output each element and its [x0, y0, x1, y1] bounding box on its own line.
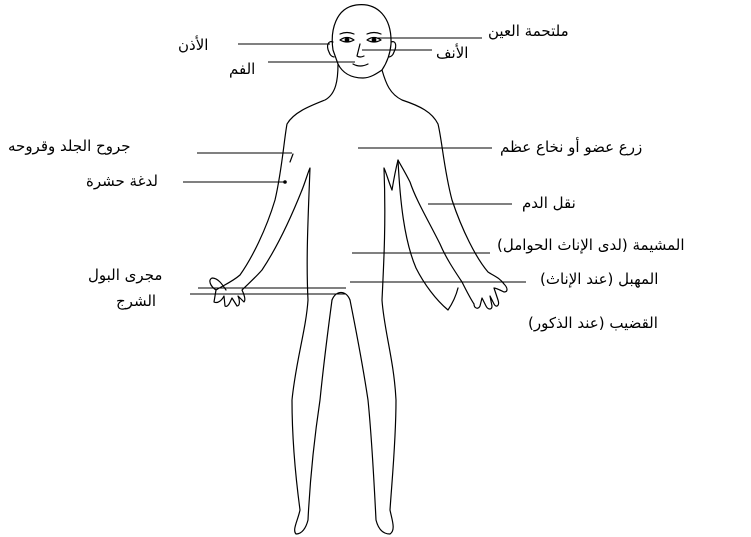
- label-nose: الأنف: [436, 44, 468, 62]
- left-brow: [340, 33, 354, 35]
- left-leg-outline: [292, 168, 332, 534]
- label-blood-transfusion: نقل الدم: [522, 194, 576, 212]
- right-eye-pupil: [372, 38, 376, 42]
- label-insect-bite: لدغة حشرة: [86, 172, 158, 190]
- skin-wound-mark: [290, 154, 293, 162]
- right-body-outline: [382, 70, 507, 309]
- label-penis: القضيب (عند الذكور): [528, 314, 658, 332]
- right-leg-outline: [350, 168, 396, 534]
- mouth-outline: [353, 64, 368, 66]
- label-skin-wounds: جروح الجلد وقروحه: [8, 137, 131, 155]
- label-transplant: زرع عضو أو نخاع عظم: [500, 138, 642, 156]
- right-inner-arm: [398, 160, 458, 310]
- label-placenta: المشيمة (لدى الإناث الحوامل): [497, 236, 685, 254]
- label-conjunctiva: ملتحمة العين: [488, 22, 569, 40]
- right-brow: [367, 33, 381, 35]
- label-ear: الأذن: [178, 36, 208, 54]
- label-anus: الشرج: [116, 292, 156, 310]
- label-urethra: مجرى البول: [88, 266, 162, 284]
- label-vagina: المهبل (عند الإناث): [540, 270, 658, 288]
- label-mouth: الفم: [229, 60, 255, 78]
- insect-bite-mark: [284, 181, 286, 183]
- left-eye-pupil: [345, 38, 349, 42]
- head-outline: [332, 5, 391, 78]
- left-body-outline: [214, 64, 338, 306]
